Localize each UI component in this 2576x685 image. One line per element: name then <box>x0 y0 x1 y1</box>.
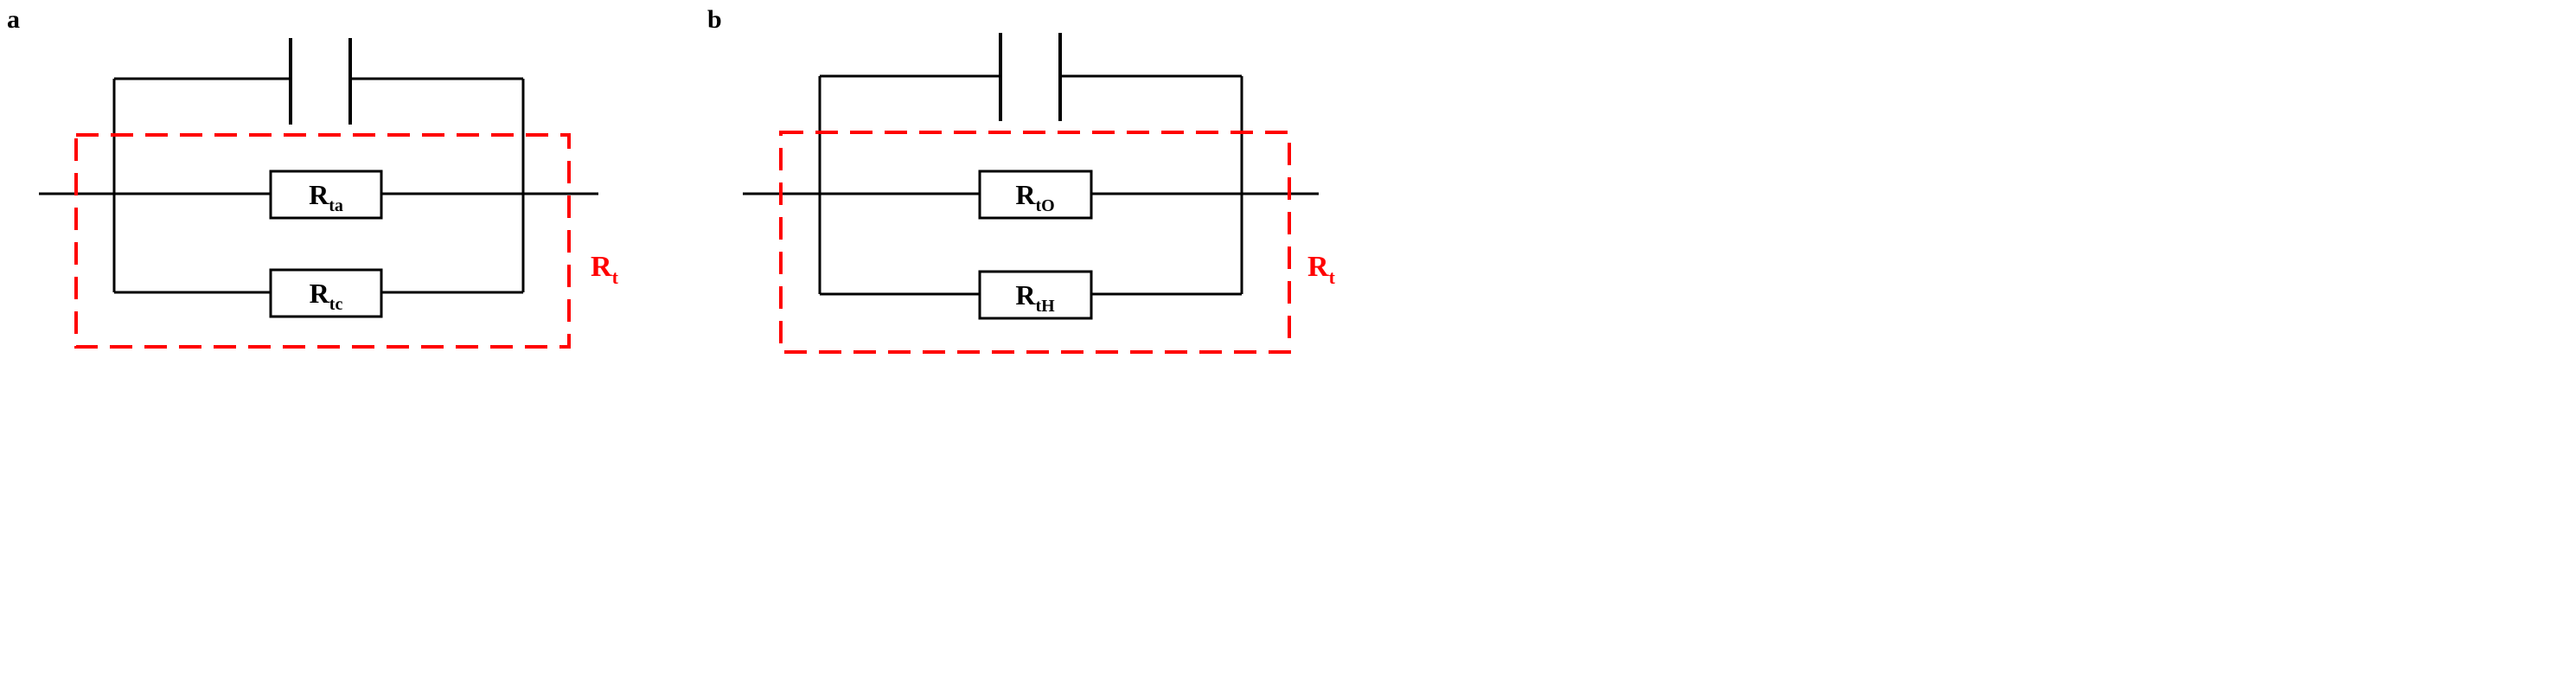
panel-b-resistor-bottom: RtH <box>978 270 1093 320</box>
panel-b-capacitor <box>999 33 1062 121</box>
panel-b-rt-label: Rt <box>1307 251 1336 288</box>
panel-b-resistor-top: RtO <box>978 170 1093 220</box>
panel-a-wires <box>39 77 598 294</box>
panel-a-resistor-bottom: Rtc <box>269 268 383 318</box>
panel-a-resistor-top-body <box>269 170 383 220</box>
circuit-panel-a: a Rta Rtc Rt <box>7 5 619 349</box>
panel-a-rt-label: Rt <box>591 251 619 288</box>
panel-b-label: b <box>707 5 722 34</box>
panel-a-rt-dashed-box <box>74 133 571 349</box>
panel-b-resistor-top-label: RtO <box>1015 179 1054 215</box>
panel-a-capacitor <box>289 38 352 125</box>
panel-b-rt-dashed-box <box>779 131 1291 354</box>
panel-a-resistor-bottom-body <box>269 268 383 318</box>
panel-a-resistor-bottom-label: Rtc <box>310 278 343 314</box>
panel-b-resistor-top-body <box>978 170 1093 220</box>
panel-b-resistor-bottom-label: RtH <box>1015 279 1055 316</box>
panel-a-resistor-top-label: Rta <box>309 179 343 215</box>
panel-a-resistor-top: Rta <box>269 170 383 220</box>
panel-b-wires <box>743 74 1319 296</box>
panel-a-label: a <box>7 5 20 34</box>
panel-b-resistor-bottom-body <box>978 270 1093 320</box>
equivalent-circuit-figure: a Rta Rtc Rt b <box>7 5 1336 354</box>
circuit-panel-b: b RtO RtH Rt <box>707 5 1336 354</box>
